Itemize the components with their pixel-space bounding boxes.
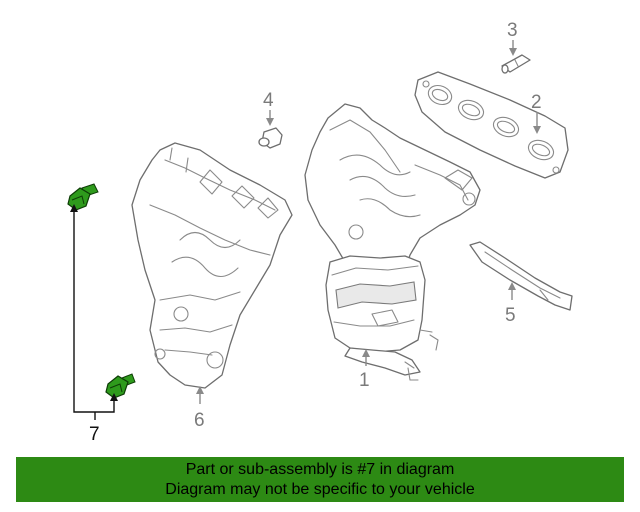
svg-text:3: 3: [507, 20, 518, 41]
bracket-part-5[interactable]: [469, 241, 573, 311]
callout-2: 2: [531, 92, 542, 134]
bolt-lower-part-7[interactable]: [105, 373, 136, 399]
info-banner: Part or sub-assembly is #7 in diagram Di…: [16, 457, 624, 502]
parts-diagram: 1 2 3 4 5 6 7: [67, 20, 573, 445]
callout-4: 4: [263, 90, 274, 126]
bolt-upper-part-7[interactable]: [67, 183, 99, 211]
svg-text:4: 4: [263, 90, 274, 111]
exhaust-manifold-part-1[interactable]: [304, 103, 481, 381]
stud-part-3[interactable]: [501, 54, 531, 74]
callout-7: 7: [70, 204, 118, 445]
svg-text:1: 1: [359, 370, 370, 391]
fitting-part-4[interactable]: [258, 127, 283, 149]
heat-shield-part-6[interactable]: [131, 142, 293, 389]
svg-text:7: 7: [89, 424, 100, 445]
svg-text:2: 2: [531, 92, 542, 113]
callout-5: 5: [505, 282, 516, 326]
callout-6: 6: [194, 386, 205, 431]
callout-1: 1: [359, 349, 370, 391]
svg-text:6: 6: [194, 410, 205, 431]
banner-line-2: Diagram may not be specific to your vehi…: [165, 481, 475, 498]
callout-3: 3: [507, 20, 518, 56]
svg-text:5: 5: [505, 305, 516, 326]
banner-line-1: Part or sub-assembly is #7 in diagram: [185, 461, 455, 478]
gasket-part-2[interactable]: [414, 71, 569, 179]
